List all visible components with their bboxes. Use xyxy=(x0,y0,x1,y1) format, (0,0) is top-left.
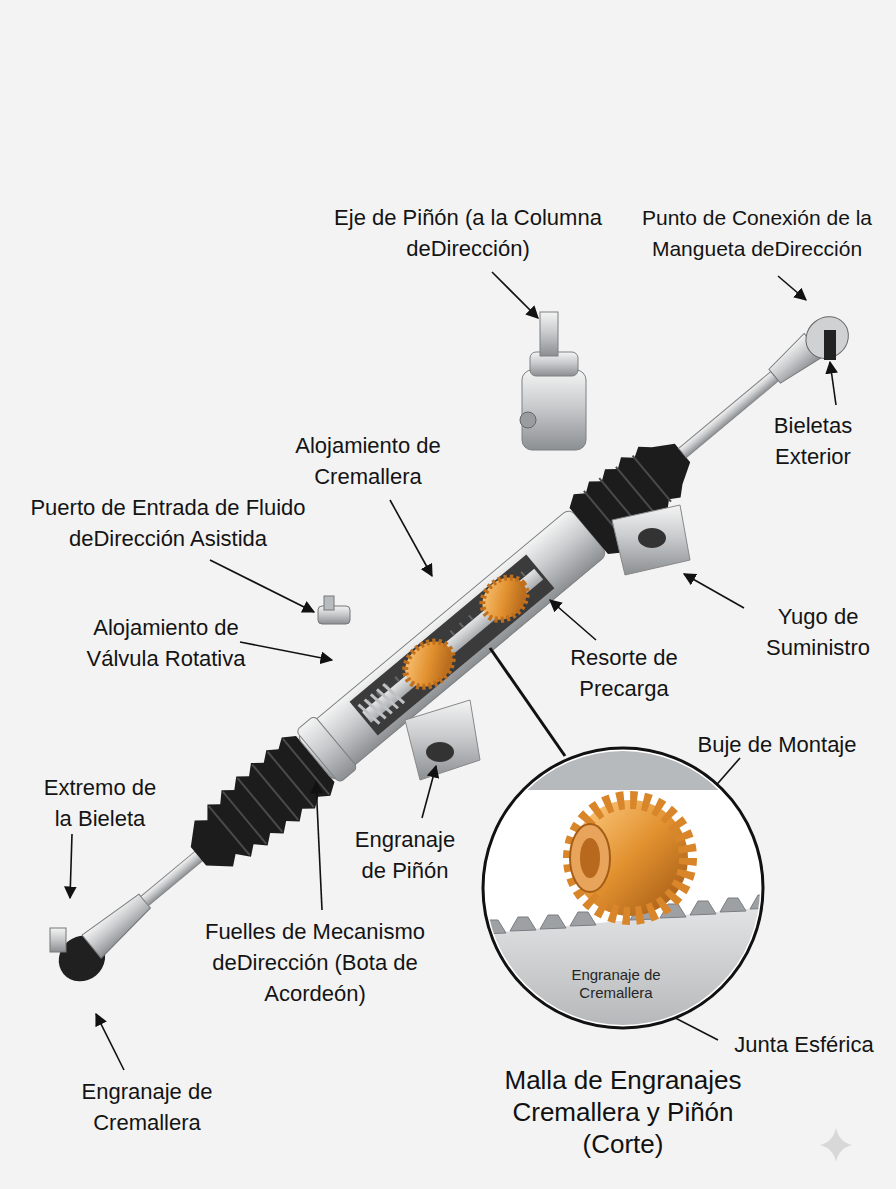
part-label: Engranaje de Cremallera xyxy=(560,966,672,1002)
part-label: Eje de Piñón (a la Columna deDirección) xyxy=(300,202,636,264)
sparkle-mark xyxy=(820,1128,852,1162)
part-label: Bieletas Exterior xyxy=(758,410,868,472)
inset-caption: Malla de Engranajes Cremallera y Piñón (… xyxy=(476,1064,770,1160)
part-label: Junta Esférica xyxy=(718,1029,890,1060)
part-label: Engranaje de Cremallera xyxy=(68,1076,226,1138)
part-label: Alojamiento de Válvula Rotativa xyxy=(70,612,262,674)
part-label: Resorte de Precarga xyxy=(557,642,691,704)
part-label: Buje de Montaje xyxy=(672,729,882,760)
part-label: Punto de Conexión de la Mangueta deDirec… xyxy=(624,202,890,264)
part-label: Extremo de la Bieleta xyxy=(38,772,162,834)
part-label: Puerto de Entrada de Fluido deDirección … xyxy=(6,492,330,554)
part-label: Engranaje de Piñón xyxy=(348,824,462,886)
part-label: Alojamiento de Cremallera xyxy=(283,430,453,492)
part-label: Fuelles de Mecanismo deDirección (Bota d… xyxy=(180,916,450,1009)
part-label: Yugo de Suministro xyxy=(756,601,880,663)
